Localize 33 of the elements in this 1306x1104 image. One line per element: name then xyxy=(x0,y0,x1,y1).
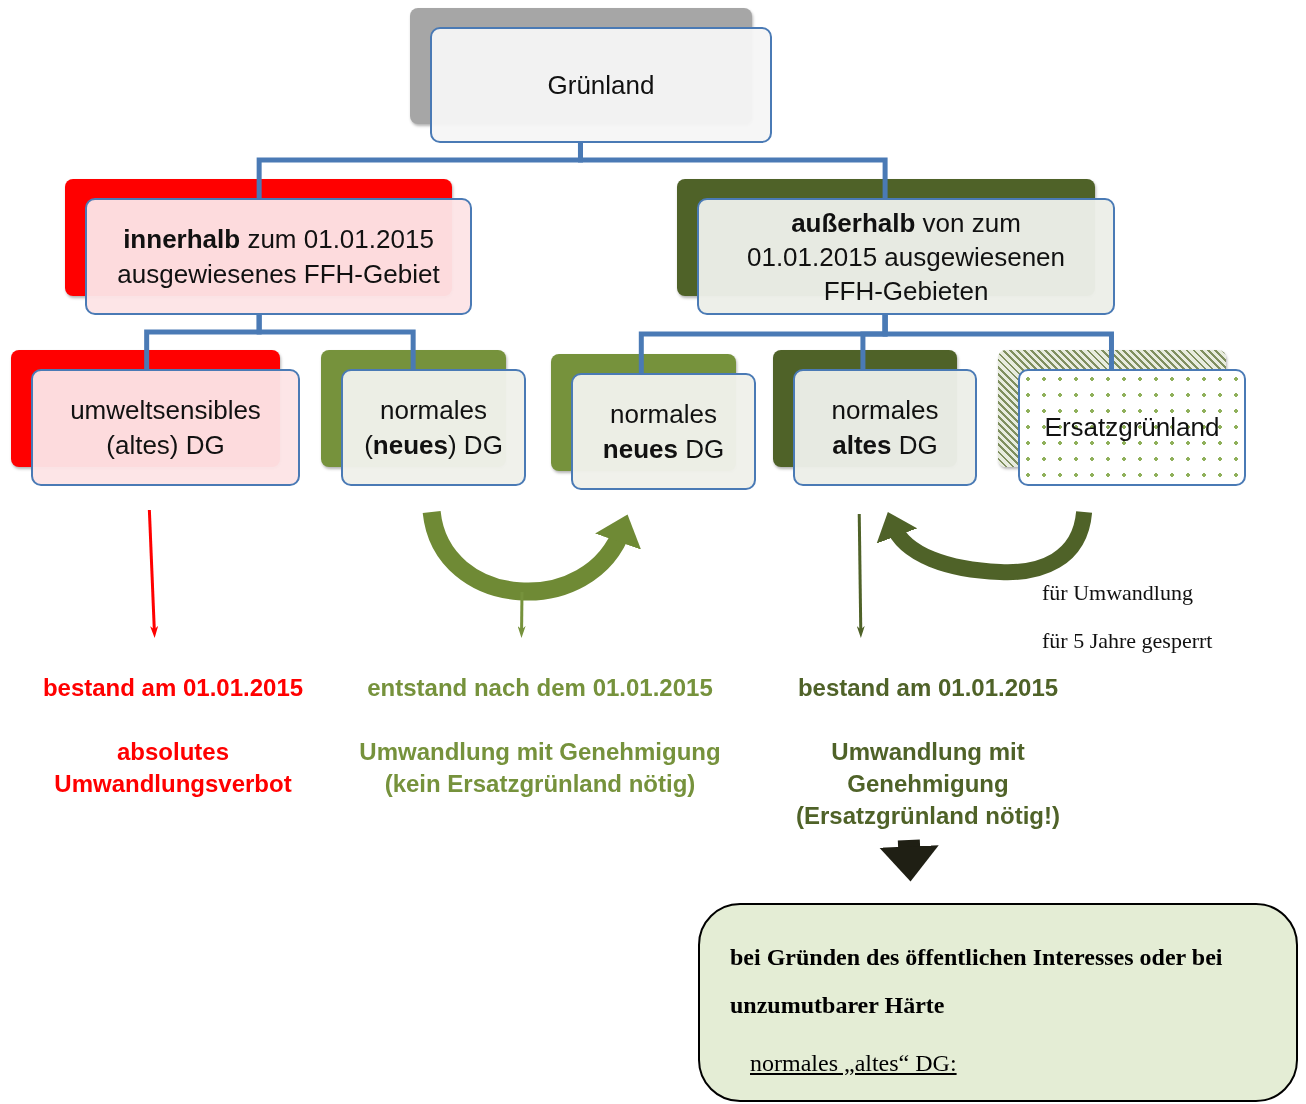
connector-line xyxy=(578,143,888,198)
arrow xyxy=(147,509,159,638)
status-heading: bestand am 01.01.2015 xyxy=(796,673,1060,703)
status-heading: entstand nach dem 01.01.2015 xyxy=(366,673,714,703)
box-label: außerhalb von zum 01.01.2015 ausgewiesenen FFH-Gebieten xyxy=(745,206,1066,308)
box-label: umweltsensibles (altes) DG xyxy=(69,393,262,462)
rounded-box xyxy=(430,27,772,143)
rounded-note-box xyxy=(698,903,1298,1102)
rounded-box xyxy=(31,369,300,486)
note-text: für Umwandlung xyxy=(1042,580,1193,606)
box-label: normales (neues) DG xyxy=(363,393,504,462)
rounded-box xyxy=(341,369,526,486)
note-text: normales „altes“ DG: xyxy=(749,1049,958,1078)
arrow xyxy=(517,592,526,638)
rounded-box xyxy=(793,369,977,486)
connector-line xyxy=(256,315,416,369)
arrow xyxy=(879,839,939,882)
rule-text: Umwandlung mit Genehmigung (Ersatzgrünland nötig!) xyxy=(795,737,1061,831)
rounded-box xyxy=(85,198,472,315)
rule-text: absolutes Umwandlungsverbot xyxy=(53,737,293,799)
rounded-box xyxy=(571,373,756,490)
rounded-box xyxy=(1018,369,1246,486)
box-label: normales altes DG xyxy=(830,393,940,462)
arrow xyxy=(856,513,865,638)
status-heading: bestand am 01.01.2015 xyxy=(41,673,305,703)
box-label: normales neues DG xyxy=(601,397,726,466)
box-label: Grünland xyxy=(547,68,655,102)
box-label: innerhalb zum 01.01.2015 ausgewiesenes FFH-Gebiet xyxy=(116,222,441,291)
connector-line xyxy=(882,315,1114,369)
rounded-box xyxy=(697,198,1115,315)
box-label: Ersatzgrünland xyxy=(1044,411,1220,444)
rule-text: Umwandlung mit Genehmigung (kein Ersatzgrünland nötig) xyxy=(358,737,722,799)
note-text: für 5 Jahre gesperrt xyxy=(1042,628,1213,654)
